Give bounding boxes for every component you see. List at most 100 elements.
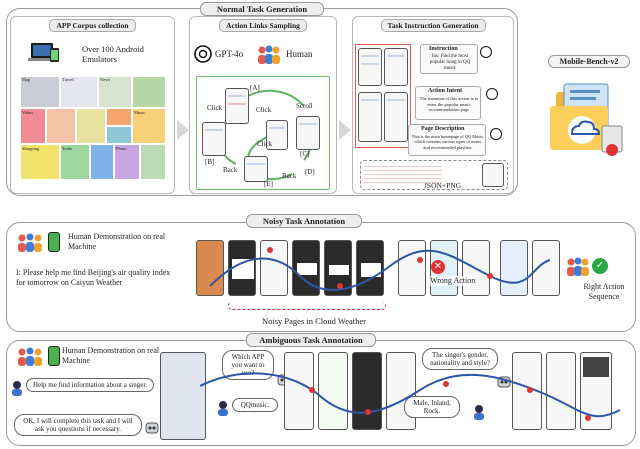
instruction-text: Ins: Find the most popular Song in QQ mu… — [429, 54, 471, 71]
ambiguous-screen — [284, 352, 314, 430]
treemap-cell — [106, 126, 132, 144]
human-group-icon — [256, 44, 282, 66]
instruction-red-box — [355, 44, 411, 148]
treemap-cell — [132, 76, 166, 108]
treemap-cell — [114, 144, 140, 180]
human-group-icon — [16, 346, 44, 368]
treemap-label: Video — [22, 110, 33, 115]
gpt-logo-icon — [480, 46, 492, 58]
action-label-scroll: Scroll — [296, 102, 313, 110]
treemap-cell — [20, 144, 60, 180]
treemap-label: Photo — [116, 146, 127, 151]
qqmusic-bubble: QQmusic. — [232, 398, 278, 413]
action-intent-text: The intention of this action is to enter… — [419, 96, 479, 112]
treemap-cell — [46, 108, 76, 144]
treemap-label: Map — [22, 77, 31, 82]
wrong-action-label: Wrong Action — [430, 276, 476, 286]
json-png-label: JSON+PNG — [424, 181, 462, 190]
page-description-field: Page Description This is the main homepa… — [408, 124, 486, 156]
treemap-label: Shopping — [22, 146, 40, 151]
wrong-action-x-icon: ✕ — [431, 260, 445, 274]
instruction-panel-title: Task Instruction Generation — [380, 19, 486, 32]
human-group-icon — [566, 256, 590, 278]
human-label: Human — [286, 49, 313, 59]
treemap-cell — [60, 144, 90, 180]
instruction-field: Instruction Ins: Find the most popular S… — [420, 44, 478, 74]
ambiguous-screen — [512, 352, 542, 430]
node-label-e: [E] — [264, 180, 273, 188]
laptop-icon — [28, 41, 60, 65]
screen-node-b — [202, 122, 226, 156]
node-label-b: [B] — [205, 158, 215, 166]
device-icon — [48, 232, 60, 252]
singer-answer-bubble: Male, Inland, Rock. — [404, 396, 460, 419]
gpt-logo-icon — [486, 88, 498, 100]
ambiguous-action-path — [200, 372, 621, 421]
noisy-action-path — [209, 247, 551, 291]
treemap-cell — [20, 76, 60, 108]
human-group-icon — [16, 232, 44, 254]
normal-task-title: Normal Task Generation — [200, 2, 324, 16]
node-label-a: [A] — [250, 84, 260, 92]
noisy-human-demo-text: Human Demonstration on real Machine — [68, 232, 166, 251]
page-description-text: This is the main homepage of QQ Music, w… — [411, 134, 485, 150]
singer-question-bubble: The singer's gender, nationality and sty… — [422, 348, 498, 371]
screen-node-c — [296, 116, 320, 150]
user-avatar-icon — [216, 400, 230, 416]
gpt-label: GPT-4o — [215, 49, 244, 59]
json-output-box — [360, 160, 508, 190]
cloud-folder-icon — [546, 78, 626, 168]
treemap-cell — [20, 108, 46, 144]
ambiguous-screen — [160, 352, 206, 440]
flow-arrow — [339, 120, 351, 140]
flow-arrow — [177, 120, 189, 140]
treemap-cell — [140, 144, 166, 180]
mobile-bench-title: Mobile-Bench-v2 — [548, 55, 630, 68]
node-label-d: [D] — [305, 168, 315, 176]
user-avatar-icon — [472, 404, 486, 420]
noisy-screen — [356, 240, 384, 296]
treemap-label: Music — [134, 110, 146, 115]
ambiguous-human-demo-text: Human Demonstration on real Machine — [62, 346, 160, 365]
noisy-screen — [196, 240, 224, 296]
screen-node-a — [225, 88, 249, 124]
ambiguous-screen — [546, 352, 576, 430]
screen-node-e — [244, 156, 268, 182]
instr-screen — [384, 92, 408, 142]
ambiguous-screen — [318, 352, 348, 430]
ambiguous-task-title: Ambiguous Task Annotation — [246, 333, 376, 347]
treemap-label: Tools — [62, 146, 72, 151]
corpus-panel-title: APP Corpus collection — [49, 19, 136, 32]
instr-screen — [358, 48, 382, 86]
noisy-screen — [260, 240, 288, 296]
user-request-bubble: Help me find information about a singer. — [26, 378, 154, 393]
noisy-task-section — [6, 222, 636, 332]
noisy-pages-bracket — [228, 302, 386, 310]
action-graph-box — [196, 76, 330, 190]
instr-screen — [358, 92, 382, 142]
node-label-c: [C] — [300, 150, 310, 158]
treemap-label: Travel — [62, 77, 74, 82]
user-avatar-icon — [10, 380, 24, 396]
json-screen — [482, 163, 504, 187]
treemap-cell — [76, 108, 106, 144]
robot-icon — [144, 420, 160, 436]
screen-node-d — [266, 120, 288, 150]
treemap-cell — [132, 108, 166, 144]
json-code-lines — [364, 163, 442, 185]
sampling-panel-title: Action Links Sampling — [219, 19, 307, 32]
noisy-screen — [500, 240, 528, 296]
noisy-task-title: Noisy Task Annotation — [246, 214, 362, 228]
instruction-label: Instruction — [429, 46, 458, 52]
treemap-cell — [60, 76, 98, 108]
agent-reply-bubble: OK, I will complete this task and I will… — [14, 414, 142, 437]
action-label-click: Click — [257, 140, 273, 148]
right-action-check-icon: ✓ — [592, 258, 608, 274]
right-action-label: Right Action Sequence — [583, 282, 625, 301]
page-description-label: Page Description — [421, 126, 465, 132]
noisy-pages-label: Noisy Pages in Cloud Weather — [262, 316, 366, 326]
action-intent-label: Action Intent — [428, 88, 463, 94]
corpus-emulators-text: Over 100 Android Emulators — [82, 44, 144, 65]
gpt-logo-icon — [194, 45, 212, 63]
treemap-cell — [106, 108, 132, 126]
